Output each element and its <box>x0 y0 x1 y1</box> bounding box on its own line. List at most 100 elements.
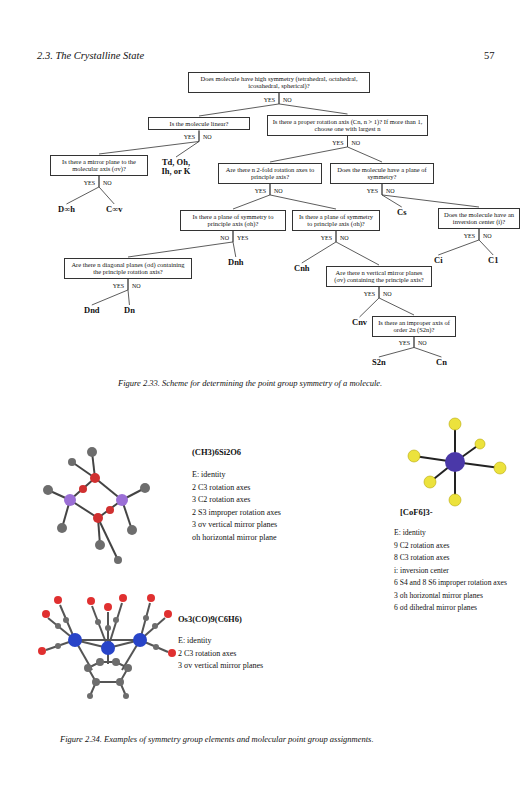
branch-answer: YES <box>320 235 333 241</box>
question-text: Does molecule have high symmetry (tetrah… <box>192 75 366 90</box>
branch-answer: YES <box>236 235 249 241</box>
branch-answer: NO <box>351 140 362 146</box>
branch-answer: YES <box>398 340 411 346</box>
question-text: Are there n 2-fold rotation axes to prin… <box>222 166 318 181</box>
figure-caption: Figure 2.33. Scheme for determining the … <box>118 378 382 388</box>
branch-answer: NO <box>102 180 113 186</box>
branch-answer: NO <box>339 235 350 241</box>
branch-answer: YES <box>366 188 379 194</box>
question-box: Is there a plane of symmetry to principl… <box>180 210 286 231</box>
question-box: Are there n diagonal planes (σd) contain… <box>64 258 192 279</box>
symmetry-element: 6 S4 and 8 S6 improper rotation axes <box>394 578 507 587</box>
point-group-label: C∞v <box>106 205 122 214</box>
symmetry-element: 3 C2 rotation axes <box>192 495 250 504</box>
question-text: Are there n diagonal planes (σd) contain… <box>68 261 188 276</box>
branch-line <box>66 176 99 204</box>
branch-line <box>302 231 336 263</box>
siloxane-bonds <box>48 452 145 560</box>
branch-answer: YES <box>363 291 376 297</box>
branch-line <box>99 130 199 154</box>
symmetry-element: E: identity <box>394 528 426 537</box>
question-box: Are there n vertical mirror planes (σv) … <box>326 266 432 287</box>
symmetry-element: 3 σv vertical mirror planes <box>178 661 263 670</box>
page-number: 57 <box>484 50 495 61</box>
point-group-result: S2n <box>372 358 386 367</box>
point-group-label: Cn <box>436 358 447 367</box>
question-text: Is there a proper rotation axis (Cn, n >… <box>271 118 424 133</box>
point-group-label: Cnv <box>352 318 367 327</box>
symmetry-element: 9 C2 rotation axes <box>394 541 449 550</box>
branch-answer: YES <box>263 97 276 103</box>
branch-answer: NO <box>282 97 293 103</box>
branch-answer: NO <box>202 134 213 140</box>
cof6-bonds <box>414 424 500 500</box>
point-group-label: Dnh <box>228 258 244 267</box>
question-box: Are there n 2-fold rotation axes to prin… <box>218 163 322 184</box>
branch-line <box>438 229 479 255</box>
molecule-formula: Os3(CO)9(C6H6) <box>178 614 242 624</box>
symmetry-element: 2 S3 improper rotation axes <box>192 508 281 517</box>
branch-answer: NO <box>482 233 493 239</box>
point-group-label: Ci <box>434 256 443 265</box>
branch-line <box>279 93 348 114</box>
question-text: Does the molecule have an inversion cent… <box>442 211 516 226</box>
branch-line <box>199 93 279 116</box>
question-box: Is there an improper axis of order 2n (S… <box>372 316 456 337</box>
question-text: Is there an improper axis of order 2n (S… <box>376 319 452 334</box>
point-group-result: Cnv <box>352 318 367 327</box>
branch-line <box>379 337 414 357</box>
point-group-result: C1 <box>488 256 498 265</box>
question-text: Is there a plane of symmetry to principl… <box>296 213 376 228</box>
symmetry-element: 3 σh horizontal mirror planes <box>394 591 483 600</box>
branch-line <box>379 287 414 315</box>
branch-line <box>414 337 441 357</box>
point-group-result: Td, Oh, Ih, or K <box>160 158 192 177</box>
symmetry-element: E: identity <box>192 470 226 479</box>
branch-answer: NO <box>382 291 393 297</box>
branch-line <box>176 130 199 157</box>
branch-line <box>270 184 336 209</box>
question-box: Is the molecule linear? <box>148 117 250 130</box>
question-box: Is there a plane of symmetry to principl… <box>292 210 380 231</box>
point-group-label: S2n <box>372 358 386 367</box>
point-group-result: Ci <box>434 256 443 265</box>
branch-line <box>360 287 379 317</box>
point-group-label: Cnh <box>294 264 310 273</box>
point-group-result: Dn <box>124 306 135 315</box>
figure-caption: Figure 2.34. Examples of symmetry group … <box>60 734 374 744</box>
symmetry-element: 2 C3 rotation axes <box>192 483 250 492</box>
question-text: Is the molecule linear? <box>152 120 246 127</box>
branch-answer: NO <box>385 188 396 194</box>
point-group-result: Dnh <box>228 258 244 267</box>
branch-answer: YES <box>254 188 267 194</box>
symmetry-element: i: inversion center <box>394 566 449 575</box>
question-text: Does the molecule have a plane of symmet… <box>334 166 430 181</box>
cobalt-atom <box>445 452 465 472</box>
point-group-label: D∞h <box>58 205 75 214</box>
question-box: Does the molecule have an inversion cent… <box>438 208 520 229</box>
question-box: Does the molecule have a plane of symmet… <box>330 163 434 184</box>
symmetry-element: 6 σd dihedral mirror planes <box>394 603 477 612</box>
branch-line <box>128 279 129 305</box>
question-box: Does molecule have high symmetry (tetrah… <box>188 72 370 93</box>
siloxane-atoms <box>43 447 150 564</box>
branch-line <box>348 136 383 162</box>
branch-line <box>92 279 128 305</box>
point-group-label: Cs <box>397 208 406 217</box>
branch-line <box>382 184 479 207</box>
symmetry-element: σh horizontal mirror plane <box>192 533 277 542</box>
carbon-atoms <box>55 615 159 699</box>
symmetry-element: E: identity <box>178 636 212 645</box>
branch-answer: YES <box>112 283 125 289</box>
point-group-label: Dnd <box>84 306 100 315</box>
branch-answer: NO <box>417 340 428 346</box>
branch-answer: NO <box>219 235 230 241</box>
branch-line <box>336 231 379 265</box>
branch-answer: YES <box>331 140 344 146</box>
osmium-cluster-bonds <box>46 603 168 696</box>
symmetry-element: 3 σv vertical mirror planes <box>192 520 277 529</box>
symmetry-element: 8 C3 rotation axes <box>394 553 449 562</box>
point-group-result: Cn <box>436 358 447 367</box>
